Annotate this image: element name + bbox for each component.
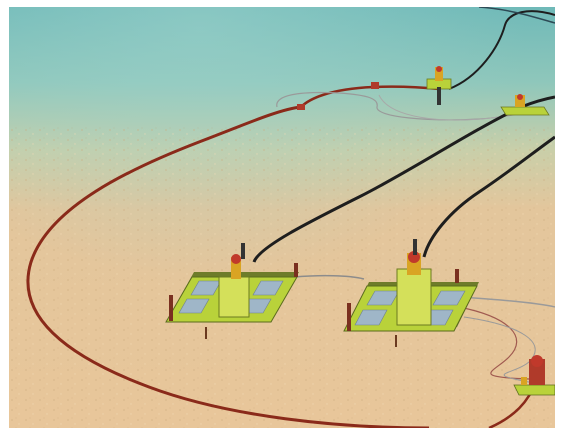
jumper-right-2 (458, 306, 530, 380)
grey-loop-line-2 (378, 94, 500, 121)
red-flowline (26, 105, 430, 428)
subsea-template-left (165, 243, 299, 323)
wellhead-bottom-right (513, 355, 555, 396)
umbilical-top (448, 10, 555, 90)
subsea-field-illustration (9, 7, 555, 428)
seabed-markers (205, 327, 397, 347)
umbilical-left-template (252, 95, 555, 263)
umbilical-right-template (422, 135, 555, 258)
subsea-scene (9, 7, 555, 428)
subsea-template-right (343, 239, 479, 332)
distant-template-right (500, 94, 550, 116)
distant-manifold (426, 66, 452, 105)
connector-block-left (297, 104, 305, 110)
umbilical-top-2 (478, 7, 555, 24)
connector-block-top (371, 82, 379, 89)
jumper-between-templates (293, 274, 365, 280)
